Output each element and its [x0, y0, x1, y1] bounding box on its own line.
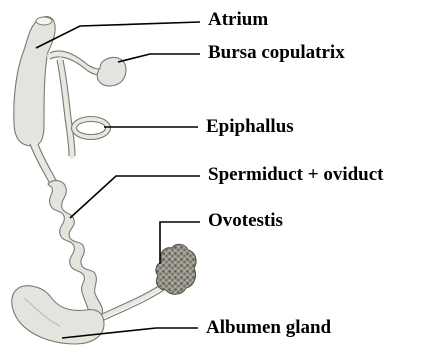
label-albumen-gland: Albumen gland	[206, 317, 331, 339]
atrium-organ	[14, 17, 55, 146]
label-atrium: Atrium	[208, 9, 268, 31]
epiphallus-inner	[77, 122, 106, 135]
leader-bursa	[118, 54, 200, 62]
ovotestis-organ	[156, 244, 196, 294]
spermiduct-oviduct	[48, 181, 103, 316]
label-epiphallus: Epiphallus	[206, 116, 294, 138]
leader-atrium	[36, 22, 200, 48]
label-spermiduct-oviduct: Spermiduct + oviduct	[208, 164, 384, 186]
leader-spermiduct	[70, 176, 200, 218]
label-bursa-copulatrix: Bursa copulatrix	[208, 42, 345, 64]
atrium-opening	[36, 17, 52, 25]
label-ovotestis: Ovotestis	[208, 210, 283, 232]
